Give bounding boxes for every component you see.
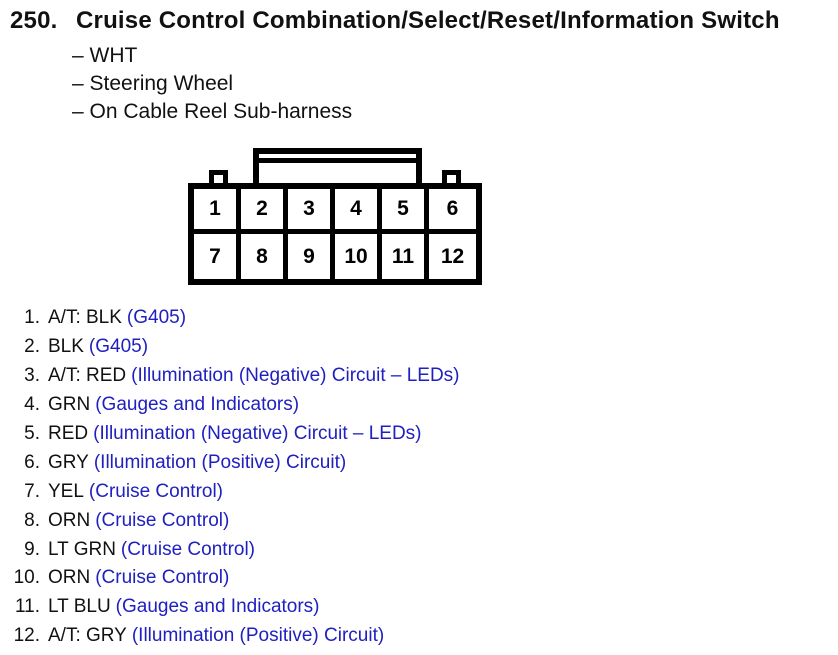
pin-list-item-9: 9. LT GRN (Cruise Control)	[0, 535, 460, 564]
pin-list-item-3: 3. A/T: RED (Illumination (Negative) Cir…	[0, 362, 460, 391]
pin-number: 12.	[13, 625, 40, 647]
pin-number: 9.	[24, 538, 40, 560]
pin-circuit: (G405)	[126, 307, 187, 329]
pin-wire-color: ORN	[48, 509, 91, 531]
connector-pin-4: 4	[335, 189, 382, 234]
pin-list-item-1: 1. A/T: BLK (G405)	[0, 304, 460, 333]
pin-wire-color: LT BLU	[48, 596, 111, 618]
page-title: Cruise Control Combination/Select/Reset/…	[76, 7, 780, 34]
pin-circuit: (Illumination (Positive) Circuit)	[131, 625, 385, 647]
pin-number: 10.	[13, 567, 40, 589]
connector-pin-5: 5	[382, 189, 429, 234]
pin-list-item-8: 8. ORN (Cruise Control)	[0, 506, 460, 535]
pin-circuit: (Cruise Control)	[120, 538, 256, 560]
pin-circuit: (Illumination (Negative) Circuit – LEDs)	[131, 365, 460, 387]
connector-pin-8: 8	[241, 234, 288, 279]
item-number: 250.	[10, 7, 58, 34]
pin-number: 1.	[24, 307, 40, 329]
note-location: – Steering Wheel	[72, 72, 234, 95]
connector-bump-right	[442, 170, 461, 184]
pin-number: 3.	[24, 365, 40, 387]
pin-number: 2.	[24, 336, 40, 358]
pin-wire-color: YEL	[48, 480, 84, 502]
pin-number: 6.	[24, 451, 40, 473]
connector-pin-1: 1	[194, 189, 241, 234]
pin-description-list: 1. A/T: BLK (G405) 2. BLK (G405) 3. A/T:…	[0, 304, 460, 651]
pin-wire-color: ORN	[48, 567, 91, 589]
pin-list-item-5: 5. RED (Illumination (Negative) Circuit …	[0, 420, 460, 449]
pin-circuit: (Cruise Control)	[88, 480, 224, 502]
header-notes: – WHT – Steering Wheel – On Cable Reel S…	[72, 42, 352, 126]
pin-circuit: (Illumination (Positive) Circuit)	[93, 451, 347, 473]
pin-wire-color: A/T: RED	[48, 365, 127, 387]
pin-circuit: (Cruise Control)	[95, 509, 230, 531]
pin-number: 5.	[24, 423, 40, 444]
pin-list-item-2: 2. BLK (G405)	[0, 333, 460, 362]
pin-circuit: (Illumination (Negative) Circuit – LEDs)	[93, 423, 422, 444]
pin-list-item-4: 4. GRN (Gauges and Indicators)	[0, 391, 460, 420]
note-wire-color: – WHT	[72, 44, 138, 67]
pin-wire-color: A/T: BLK	[48, 307, 122, 329]
page-header: 250. Cruise Control Combination/Select/R…	[10, 7, 780, 35]
connector-pin-3: 3	[288, 189, 335, 234]
pin-circuit: (G405)	[88, 336, 149, 358]
pin-wire-color: BLK	[48, 336, 84, 358]
pin-circuit: (Gauges and Indicators)	[95, 394, 300, 416]
connector-pin-9: 9	[288, 234, 335, 279]
pin-wire-color: RED	[48, 423, 89, 444]
latch-divider-line	[259, 154, 416, 163]
pin-circuit: (Gauges and Indicators)	[115, 596, 320, 618]
pin-circuit: (Cruise Control)	[95, 567, 230, 589]
pin-list-item-7: 7. YEL (Cruise Control)	[0, 477, 460, 506]
pin-wire-color: GRN	[48, 394, 91, 416]
pin-number: 11.	[14, 596, 40, 618]
note-harness: – On Cable Reel Sub-harness	[72, 100, 353, 123]
connector-pin-6: 6	[429, 189, 476, 234]
connector-pin-7: 7	[194, 234, 241, 279]
pin-wire-color: A/T: GRY	[48, 625, 127, 647]
connector-pin-12: 12	[440, 244, 465, 268]
pin-number: 4.	[24, 394, 40, 416]
connector-pin-grid: 1 2 3 4 5 6 7 8 9 10 11 12	[188, 183, 482, 285]
pin-list-item-11: 11. LT BLU (Gauges and Indicators)	[0, 593, 460, 622]
pin-number: 8.	[24, 509, 40, 531]
connector-diagram: 1 2 3 4 5 6 7 8 9 10 11 12	[188, 148, 482, 285]
connector-pin-11: 11	[382, 234, 429, 279]
pin-wire-color: GRY	[48, 451, 89, 473]
connector-pin-2: 2	[241, 189, 288, 234]
pin-list-item-12: 12. A/T: GRY (Illumination (Positive) Ci…	[0, 622, 460, 651]
pin-number: 7.	[24, 480, 40, 502]
pin-list-item-10: 10. ORN (Cruise Control)	[0, 564, 460, 593]
connector-bump-left	[209, 170, 228, 184]
pin-wire-color: LT GRN	[48, 538, 116, 560]
connector-pin-10: 10	[335, 234, 382, 279]
pin-list-item-6: 6. GRY (Illumination (Positive) Circuit)	[0, 448, 460, 477]
